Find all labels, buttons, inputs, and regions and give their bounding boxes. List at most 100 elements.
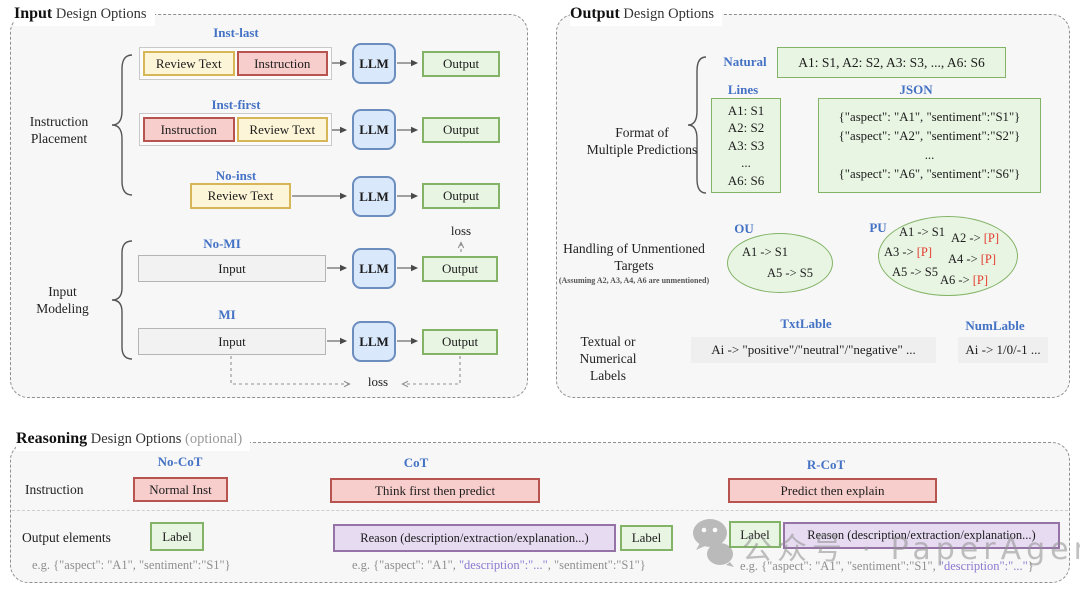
cot-instruction-box: Think first then predict: [330, 478, 540, 503]
reasoning-row-divider: [12, 510, 1068, 511]
input-panel-title: Input Design Options: [14, 2, 155, 26]
input-modeling-line1: Input: [48, 284, 77, 299]
llm-box: LLM: [352, 109, 396, 150]
llm-box: LLM: [352, 321, 396, 362]
instruction-placement-line2: Placement: [30, 131, 88, 146]
pu-item-val-padded: [P]: [980, 252, 997, 266]
lines-row: A2: S2: [727, 120, 765, 136]
numlable-heading: NumLable: [965, 318, 1025, 333]
watermark-text: 公众号 · PaperAgent: [742, 532, 1080, 567]
no-cot-label-box: Label: [150, 522, 204, 551]
reasoning-panel-title-optional: (optional): [185, 431, 243, 447]
llm-box: LLM: [352, 176, 396, 217]
lines-heading: Lines: [727, 82, 759, 97]
lines-row: A3: S3: [727, 137, 765, 153]
r-cot-example-text: e.g. {"aspect": "A1", "sentiment":"S1", …: [740, 559, 1034, 574]
pu-item: A3 -> [P]: [884, 245, 932, 260]
r-cot-reason-box: Reason (description/extraction/explanati…: [783, 522, 1060, 549]
natural-format-box: A1: S1, A2: S2, A3: S3, ..., A6: S6: [777, 47, 1006, 78]
format-predictions-label: Format of Multiple Predictions: [576, 124, 708, 158]
r-cot-label-box: Label: [729, 521, 781, 548]
instruction-row-label: Instruction: [25, 482, 84, 497]
input-modeling-label: Input Modeling: [15, 283, 110, 317]
json-format-box: {"aspect": "A1", "sentiment":"S1"} {"asp…: [818, 98, 1041, 193]
output-box: Output: [422, 117, 500, 143]
loss-label: loss: [450, 223, 472, 238]
json-row: {"aspect": "A6", "sentiment":"S6"}: [838, 166, 1021, 181]
no-cot-instruction-box: Normal Inst: [133, 477, 228, 502]
pu-item-val-padded: [P]: [983, 231, 1000, 245]
reasoning-design-panel: [10, 442, 1070, 583]
output-design-panel: [556, 14, 1070, 398]
review-text-box: Review Text: [143, 51, 235, 76]
loss-label: loss: [367, 374, 389, 389]
pu-item-pre: A2 ->: [951, 231, 984, 245]
reasoning-panel-title-bold: Reasoning: [16, 430, 88, 447]
watermark: 公众号 · PaperAgent: [688, 516, 1080, 573]
pu-item: A5 -> S5: [892, 265, 938, 280]
output-panel-title-rest: Design Options: [619, 6, 715, 22]
pu-ellipse: [878, 216, 1018, 296]
r-cot-heading: R-CoT: [806, 457, 846, 472]
pu-item-val-padded: [P]: [972, 273, 989, 287]
instruction-placement-label: Instruction Placement: [10, 113, 108, 147]
reasoning-panel-title-rest: Design Options: [87, 431, 185, 447]
textual-numerical-label: Textual or Numerical Labels: [560, 333, 656, 384]
mi-heading: MI: [218, 307, 236, 322]
inst-last-prompt-container: Review Text Instruction: [139, 47, 332, 80]
instruction-placement-line1: Instruction: [29, 114, 89, 129]
output-box: Output: [422, 183, 500, 209]
ou-ellipse: [727, 233, 833, 293]
ou-item: A5 -> S5: [767, 266, 813, 280]
output-elements-row-label: Output elements: [22, 530, 111, 545]
labels-line2: Numerical Labels: [579, 351, 637, 383]
llm-box: LLM: [352, 248, 396, 289]
pu-item: A2 -> [P]: [951, 231, 999, 246]
wechat-icon: [693, 519, 734, 567]
cot-example-text: e.g. {"aspect": "A1", "description":"...…: [352, 558, 646, 573]
cot-eg-post: , "sentiment":"S1"}: [547, 558, 646, 572]
no-cot-example-text: e.g. {"aspect": "A1", "sentiment":"S1"}: [32, 558, 231, 572]
input-panel-title-bold: Input: [14, 5, 53, 22]
ou-item: A1 -> S1: [742, 245, 788, 259]
json-heading: JSON: [899, 82, 933, 97]
pu-item-pre: A6 ->: [940, 273, 973, 287]
pu-item-val: S5: [924, 265, 938, 279]
cot-eg-purple: "description":"...": [458, 558, 548, 572]
lines-format-box: A1: S1 A2: S2 A3: S3 ... A6: S6: [711, 98, 781, 193]
no-inst-heading: No-inst: [215, 168, 257, 183]
instruction-box: Instruction: [143, 117, 235, 142]
pu-item-pre: A5 ->: [892, 265, 925, 279]
input-box: Input: [138, 328, 326, 355]
output-box: Output: [422, 329, 498, 355]
pu-item-pre: A3 ->: [884, 245, 917, 259]
no-mi-heading: No-MI: [203, 236, 241, 251]
input-panel-title-rest: Design Options: [52, 6, 147, 22]
input-box: Input: [138, 255, 326, 282]
json-row: {"aspect": "A2", "sentiment":"S2"}: [838, 128, 1021, 143]
no-cot-heading: No-CoT: [157, 454, 203, 469]
r-cot-eg-pre: e.g. {"aspect": "A1", "sentiment":"S1",: [740, 559, 939, 573]
input-modeling-line2: Modeling: [36, 301, 89, 316]
cot-reason-box: Reason (description/extraction/explanati…: [333, 524, 616, 552]
pu-item-val: S1: [931, 225, 945, 239]
handling-note: (Assuming A2, A3, A4, A6 are unmentioned…: [558, 276, 710, 285]
r-cot-eg-purple: "description":"...": [938, 559, 1028, 573]
cot-heading: CoT: [403, 455, 429, 470]
output-panel-title-bold: Output: [570, 5, 620, 22]
inst-last-heading: Inst-last: [213, 25, 259, 40]
pu-item-val-padded: [P]: [916, 245, 933, 259]
output-box: Output: [422, 51, 500, 77]
inst-first-prompt-container: Instruction Review Text: [139, 113, 332, 146]
reasoning-panel-title: Reasoning Design Options (optional): [16, 427, 251, 451]
numlable-box: Ai -> 1/0/-1 ...: [958, 337, 1048, 363]
output-panel-title: Output Design Options: [570, 2, 723, 26]
labels-line1: Textual or: [580, 334, 636, 349]
handling-unmentioned-label: Handling of Unmentioned Targets (Assumin…: [558, 240, 710, 286]
json-row: ...: [924, 147, 935, 162]
cot-eg-pre: e.g. {"aspect": "A1",: [352, 558, 459, 572]
review-text-box: Review Text: [236, 117, 328, 142]
instruction-box: Instruction: [236, 51, 328, 76]
r-cot-eg-post: }: [1027, 559, 1034, 573]
